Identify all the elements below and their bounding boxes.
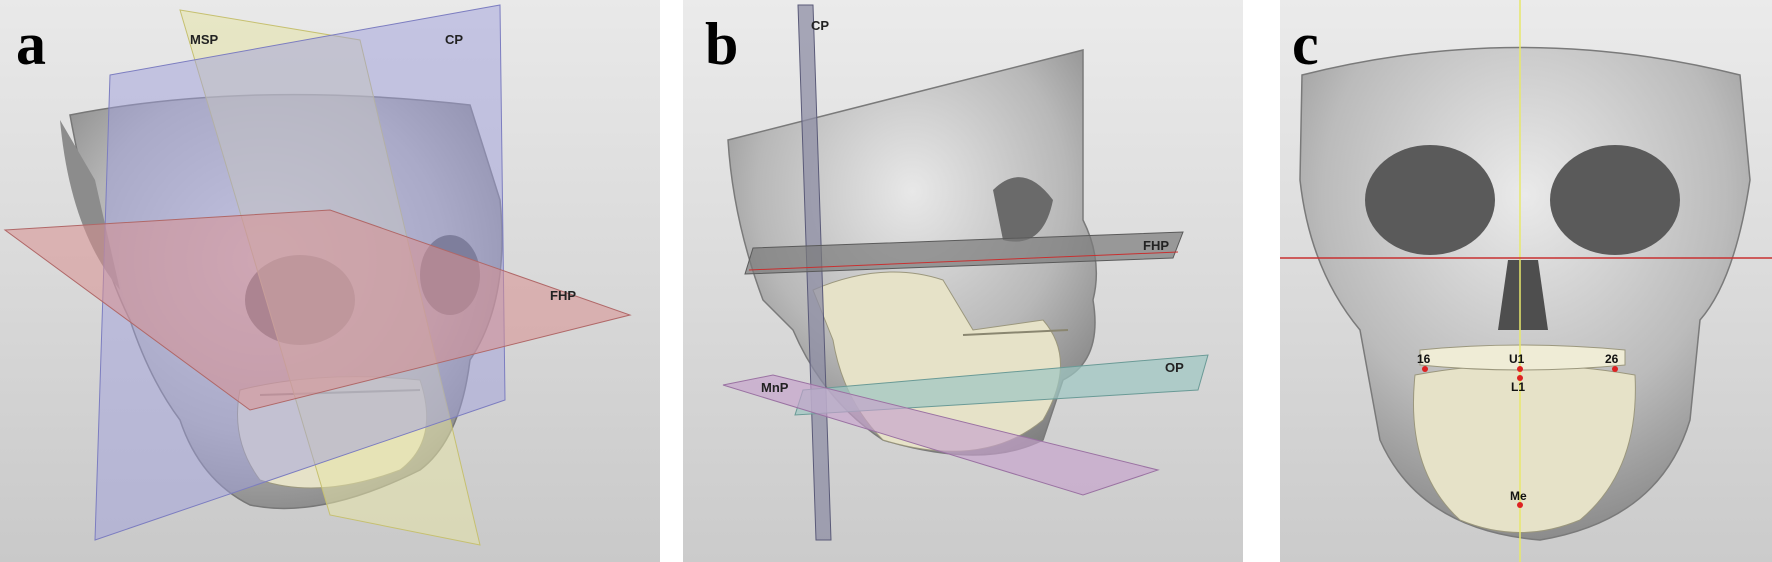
label-l1: L1	[1511, 380, 1525, 394]
orbit-right-c	[1365, 145, 1495, 255]
panel-letter-b: b	[705, 14, 738, 74]
panel-letter-c: c	[1292, 14, 1319, 74]
panel-a: MSP CP FHP a	[0, 0, 660, 562]
label-mnp: MnP	[761, 380, 789, 395]
panel-c: 16 U1 26 L1 Me c	[1280, 0, 1772, 562]
label-cp-b: CP	[811, 18, 829, 33]
panel-letter-a: a	[16, 14, 46, 74]
orbit-left-c	[1550, 145, 1680, 255]
label-msp: MSP	[190, 32, 219, 47]
panel-b-canvas: CP FHP OP MnP	[683, 0, 1243, 562]
label-me: Me	[1510, 489, 1527, 503]
panel-a-canvas: MSP CP FHP	[0, 0, 660, 562]
label-cp-a: CP	[445, 32, 463, 47]
label-op: OP	[1165, 360, 1184, 375]
label-fhp-b: FHP	[1143, 238, 1169, 253]
landmark-16	[1422, 366, 1428, 372]
panel-c-canvas: 16 U1 26 L1 Me	[1280, 0, 1772, 562]
label-26: 26	[1605, 352, 1619, 366]
panel-b: CP FHP OP MnP b	[683, 0, 1243, 562]
landmark-u1	[1517, 366, 1523, 372]
label-u1: U1	[1509, 352, 1525, 366]
label-16: 16	[1417, 352, 1431, 366]
landmark-26	[1612, 366, 1618, 372]
label-fhp-a: FHP	[550, 288, 576, 303]
